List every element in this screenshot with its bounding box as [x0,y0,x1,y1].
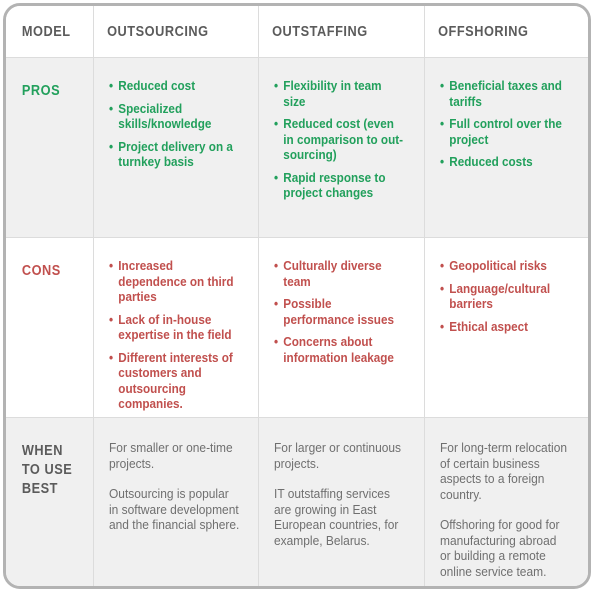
list-item: Reduced costs [440,155,569,171]
row-label-text: WHEN TO USE BEST [21,443,73,497]
list-item: Ethical aspect [440,320,569,336]
paragraph: Outsourcing is popular in software devel… [109,487,240,532]
column-header-label: MODEL [21,23,71,40]
column-header-label: OUTSOURCING [107,23,209,40]
row-label-text: PROS [21,83,61,99]
row-label-cell-when-to-use-best: WHEN TO USE BEST [6,417,93,586]
table-row-when-to-use-best: WHEN TO USE BEST For smaller or one-time… [6,417,588,586]
cell-pros-outsourcing: Reduced cost Specialized skills/knowledg… [93,57,258,237]
paragraph-group: For larger or continuous projects. IT ou… [258,417,423,549]
bullet-list: Flexibility in team size Reduced cost (e… [258,57,423,202]
cell-cons-outstaffing: Culturally diverse team Possible perform… [258,237,423,417]
comparison-table: MODEL OUTSOURCING OUTSTAFFING OFFSHORING… [3,3,591,589]
column-header-label: OFFSHORING [437,23,529,40]
bullet-list: Geopolitical risks Language/cultural bar… [424,237,588,335]
paragraph: For larger or continuous projects. [274,441,402,471]
paragraph: For long-term relocation of certain busi… [439,441,567,502]
list-item: Rapid response to project changes [274,171,404,202]
row-label-cell-pros: PROS [6,57,93,237]
paragraph-group: For long-term relocation of certain busi… [424,417,588,580]
list-item: Geopolitical risks [440,259,569,275]
cell-best-outstaffing: For larger or continuous projects. IT ou… [258,417,423,586]
table-row-cons: CONS Increased dependence on third parti… [6,237,588,417]
cell-pros-offshoring: Beneficial taxes and tariffs Full contro… [423,57,588,237]
list-item: Different interests of customers and out… [109,351,239,413]
list-item: Flexibility in team size [274,79,404,110]
bullet-list: Reduced cost Specialized skills/knowledg… [93,57,258,171]
list-item: Increased dependence on third parties [109,259,239,306]
row-label-cell-cons: CONS [6,237,93,417]
header-cell-offshoring: OFFSHORING [423,6,588,57]
list-item: Language/cultural barriers [440,282,569,313]
bullet-list: Culturally diverse team Possible perform… [258,237,423,366]
list-item: Specialized skills/knowledge [109,102,239,133]
header-cell-outsourcing: OUTSOURCING [93,6,258,57]
paragraph: IT outstaffing services are growing in E… [274,487,399,548]
list-item: Project delivery on a turnkey basis [109,140,239,171]
table-row-pros: PROS Reduced cost Specialized skills/kno… [6,57,588,237]
list-item: Reduced cost [109,79,239,95]
list-item: Full control over the project [440,117,569,148]
cell-pros-outstaffing: Flexibility in team size Reduced cost (e… [258,57,423,237]
cell-best-offshoring: For long-term relocation of certain busi… [423,417,588,586]
row-label-text: CONS [21,263,61,279]
bullet-list: Increased dependence on third parties La… [93,237,258,413]
paragraph-group: For smaller or one-time projects. Outsou… [93,417,258,534]
list-item: Concerns about information leakage [274,335,404,366]
bullet-list: Beneficial taxes and tariffs Full contro… [424,57,588,171]
cell-best-outsourcing: For smaller or one-time projects. Outsou… [93,417,258,586]
paragraph: Offshoring for good for manufacturing ab… [439,518,560,579]
header-cell-outstaffing: OUTSTAFFING [258,6,423,57]
list-item: Possible performance issues [274,297,404,328]
list-item: Lack of in-house expertise in the field [109,313,239,344]
column-header-label: OUTSTAFFING [272,23,369,40]
list-item: Beneficial taxes and tariffs [440,79,569,110]
table-inner: MODEL OUTSOURCING OUTSTAFFING OFFSHORING… [6,6,588,586]
list-item: Culturally diverse team [274,259,404,290]
paragraph: For smaller or one-time projects. [109,441,233,471]
list-item: Reduced cost (even in comparison to out-… [274,117,404,164]
header-cell-model: MODEL [6,6,93,57]
cell-cons-offshoring: Geopolitical risks Language/cultural bar… [423,237,588,417]
table-header-row: MODEL OUTSOURCING OUTSTAFFING OFFSHORING [6,6,588,57]
cell-cons-outsourcing: Increased dependence on third parties La… [93,237,258,417]
